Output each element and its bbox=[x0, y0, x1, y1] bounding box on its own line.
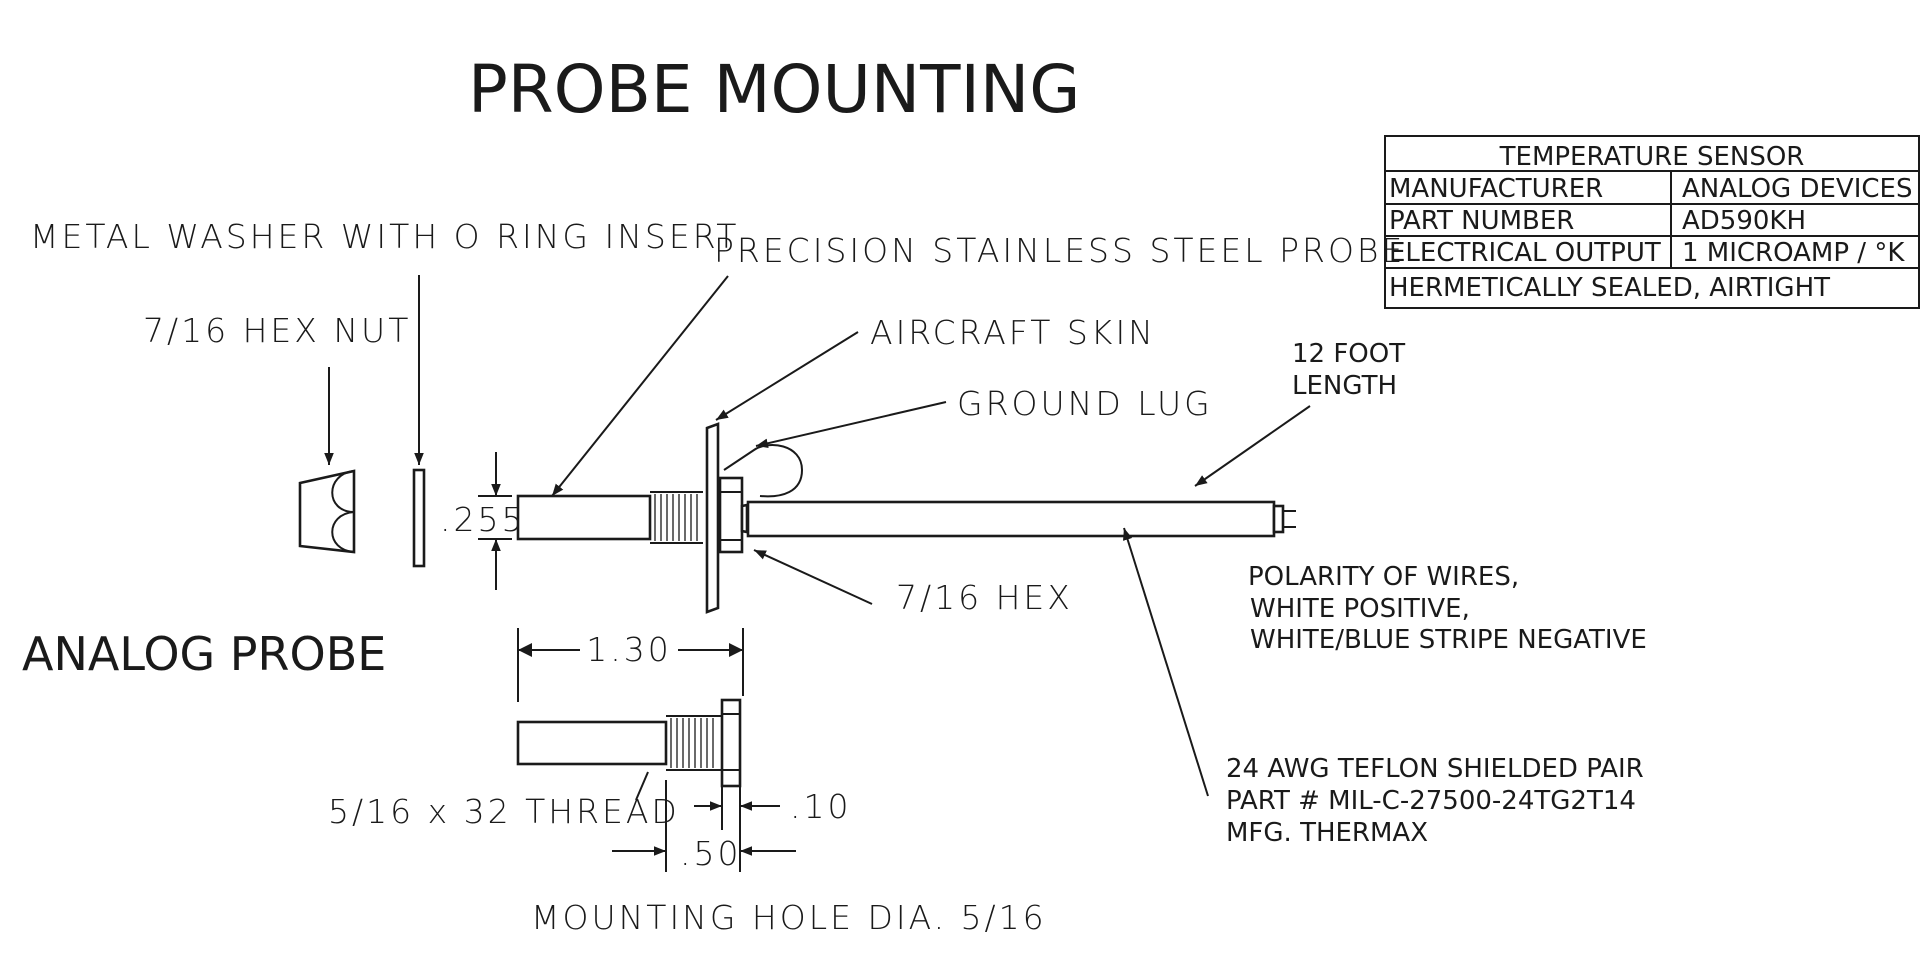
probe-side-view bbox=[516, 698, 742, 788]
length-dimension: 1.30 bbox=[586, 630, 671, 669]
spec-table-value: 1 MICROAMP / °K bbox=[1682, 238, 1905, 268]
washer-label: METAL WASHER WITH O RING INSERT bbox=[30, 217, 739, 256]
length-label-line-2: LENGTH bbox=[1292, 371, 1397, 401]
cable-note-line: PART # MIL-C-27500-24TG2T14 bbox=[1226, 786, 1636, 816]
hex-thickness-dimension: .10 bbox=[790, 787, 851, 826]
hex-nut-label: 7/16 HEX NUT bbox=[143, 311, 411, 350]
aircraft-skin-label: AIRCRAFT SKIN bbox=[870, 313, 1156, 352]
diameter-dimension: .255 bbox=[440, 500, 525, 539]
cable-note-line: MFG. THERMAX bbox=[1226, 818, 1428, 848]
mounting-hole-label: MOUNTING HOLE DIA. 5/16 bbox=[531, 898, 1047, 937]
hex-label: 7/16 HEX bbox=[896, 578, 1073, 617]
spec-table-key: PART NUMBER bbox=[1389, 206, 1574, 236]
thread-label: 5/16 x 32 THREAD bbox=[328, 792, 680, 831]
spec-table-header: TEMPERATURE SENSOR bbox=[1499, 142, 1805, 172]
page-title: PROBE MOUNTING bbox=[468, 51, 1080, 128]
cable-note-line: 24 AWG TEFLON SHIELDED PAIR bbox=[1226, 754, 1644, 784]
probe-label: PRECISION STAINLESS STEEL PROBE bbox=[714, 231, 1405, 270]
polarity-note-line: POLARITY OF WIRES, bbox=[1248, 562, 1519, 592]
spec-table-key: MANUFACTURER bbox=[1389, 174, 1603, 204]
cable-part bbox=[746, 500, 1276, 538]
thread-length-dimension: .50 bbox=[680, 834, 741, 873]
spec-table-key: ELECTRICAL OUTPUT bbox=[1389, 238, 1661, 268]
polarity-note-line: WHITE POSITIVE, bbox=[1250, 594, 1470, 624]
length-label-line-1: 12 FOOT bbox=[1292, 339, 1405, 369]
hex-nut-part bbox=[298, 469, 356, 554]
spec-table-value: ANALOG DEVICES bbox=[1682, 174, 1912, 204]
polarity-note-line: WHITE/BLUE STRIPE NEGATIVE bbox=[1250, 625, 1647, 655]
probe-assembly bbox=[516, 422, 1296, 614]
spec-table-value: AD590KH bbox=[1682, 206, 1806, 236]
ground-lug-label: GROUND LUG bbox=[957, 384, 1213, 423]
spec-table: TEMPERATURE SENSOR MANUFACTURER ANALOG D… bbox=[1384, 135, 1920, 309]
analog-probe-heading: ANALOG PROBE bbox=[22, 627, 386, 681]
washer-part bbox=[412, 468, 426, 568]
aircraft-skin-part bbox=[705, 422, 720, 614]
spec-table-footer: HERMETICALLY SEALED, AIRTIGHT bbox=[1389, 273, 1830, 303]
